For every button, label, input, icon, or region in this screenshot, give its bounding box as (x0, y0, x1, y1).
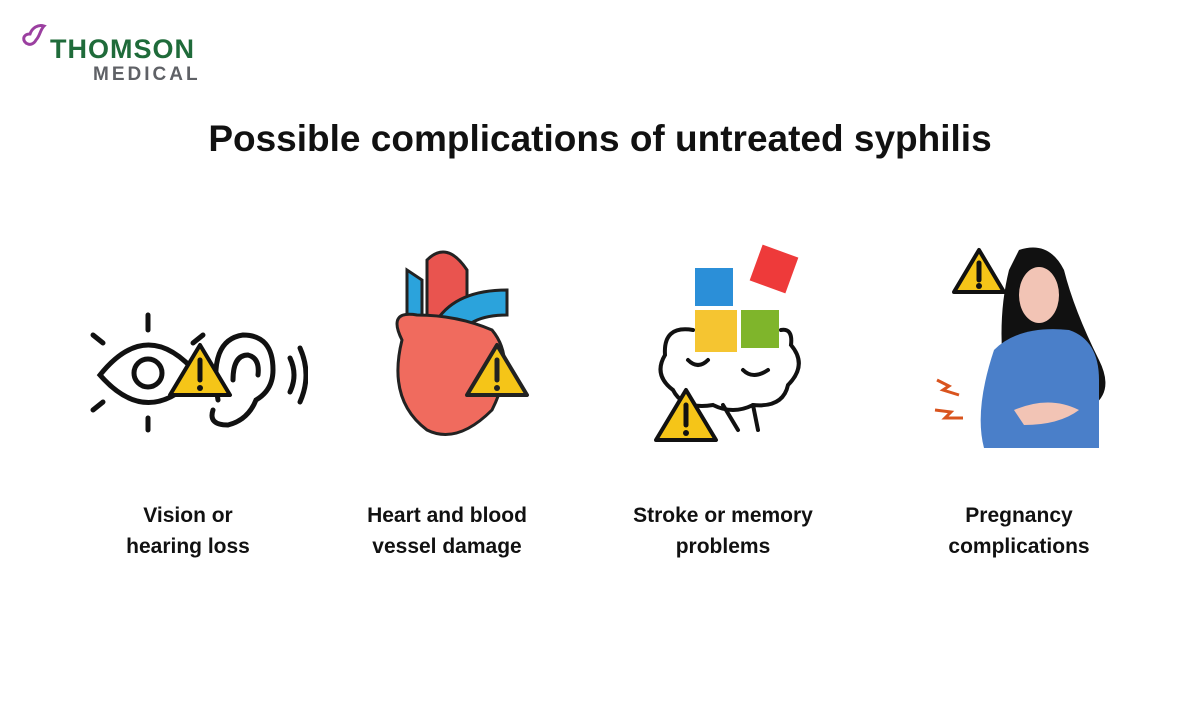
heart-warning-icon (395, 250, 529, 436)
logo-text-medical: MEDICAL (93, 64, 201, 85)
pregnant-woman-warning-icon (934, 247, 1106, 448)
thomson-medical-logo: THOMSON MEDICAL (20, 22, 220, 85)
item-label: Pregnancy complications (948, 504, 1090, 558)
butterfly-logo-icon (22, 24, 47, 46)
complication-pregnancy: Pregnancy complications (889, 230, 1149, 562)
page-title: Possible complications of untreated syph… (208, 118, 992, 159)
complication-stroke-memory: Stroke or memory problems (593, 230, 853, 562)
item-label: Vision or hearing loss (126, 504, 250, 558)
complication-heart-vessel: Heart and blood vessel damage (317, 230, 577, 562)
item-label: Stroke or memory problems (633, 504, 813, 558)
eye-ear-warning-icon (90, 312, 308, 433)
logo-text-thomson: THOMSON (50, 34, 195, 64)
brain-puzzle-warning-icon (654, 244, 801, 442)
complication-vision-hearing: Vision or hearing loss (58, 230, 318, 562)
item-label: Heart and blood vessel damage (367, 504, 527, 558)
